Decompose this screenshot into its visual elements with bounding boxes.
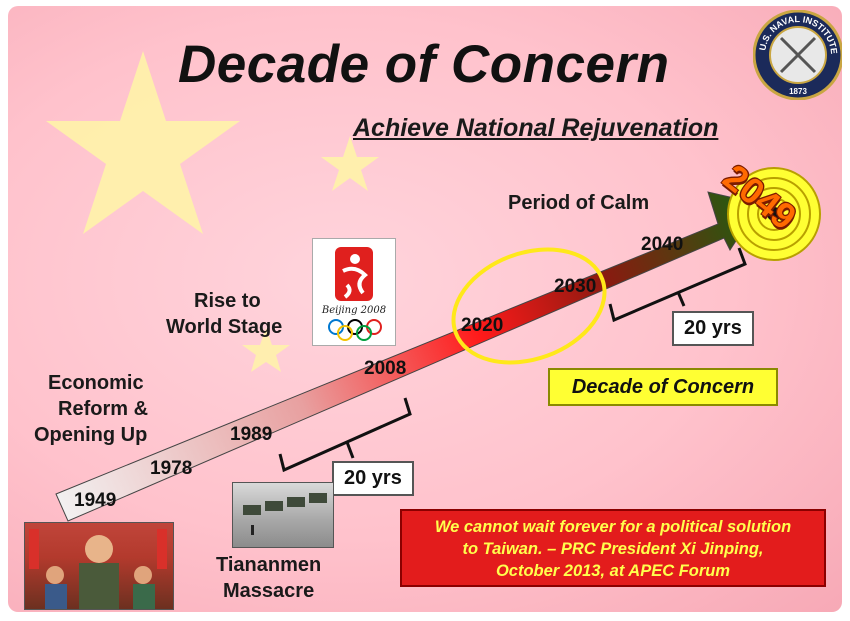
interval-20-yrs: 20 yrs [672,311,754,346]
quote-line: October 2013, at APEC Forum [495,562,731,580]
mao-poster-image [24,522,174,610]
beijing-emblem-icon [335,247,373,301]
year-1949: 1949 [74,490,117,511]
target-icon [727,167,821,261]
slide: 2049 Decade of Concern Achieve National … [8,6,842,612]
label-line: Tiananmen [216,554,322,576]
small-star-icon [242,328,290,372]
subtitle: Achieve National Rejuvenation [353,114,719,142]
year-2020: 2020 [461,315,504,336]
year-2008: 2008 [364,358,407,379]
label-line: Economic [48,372,144,394]
label-rise-world-stage: Rise to World Stage [166,288,282,340]
year-1978: 1978 [150,458,193,479]
bracket-stem [345,441,355,459]
small-star-icon [321,136,379,191]
highlight-ellipse [451,247,607,365]
xi-jinping-quote: We cannot wait forever for a political s… [400,509,826,587]
label-line: Massacre [223,580,315,602]
quote-line: to Taiwan. – PRC President Xi Jinping, [462,540,764,558]
bracket-2020-2040 [608,247,747,323]
decade-of-concern-box: Decade of Concern [548,368,778,406]
label-line: World Stage [166,316,283,338]
label-period-of-calm: Period of Calm [508,192,650,214]
label-line: Rise to [194,290,261,312]
year-2030: 2030 [554,276,597,297]
year-2040: 2040 [641,234,684,255]
interval-20-yrs: 20 yrs [332,461,414,496]
mao-poster-illustration [29,529,167,609]
tiananmen-photo-image [232,482,334,548]
beijing-logo-text: Beijing 2008 [321,305,387,316]
badge-year: 1873 [789,87,807,96]
label-economic-reform: Economic Reform & Opening Up [34,370,149,448]
olympic-rings-icon [328,319,382,341]
quote-line: We cannot wait forever for a political s… [434,518,792,536]
year-1989: 1989 [230,424,273,445]
label-tiananmen: Tiananmen Massacre [216,552,321,604]
label-line: Reform & [58,398,149,420]
large-star-icon [46,51,240,234]
beijing-2008-logo: Beijing 2008 [312,238,396,346]
bracket-stem [676,291,686,307]
flag-stars [46,51,379,372]
page-title: Decade of Concern [178,35,670,94]
label-line: Opening Up [34,424,148,446]
naval-institute-seal-icon: U.S. NAVAL INSTITUTE 1873 [753,10,842,100]
tank-column-illustration [243,493,327,535]
